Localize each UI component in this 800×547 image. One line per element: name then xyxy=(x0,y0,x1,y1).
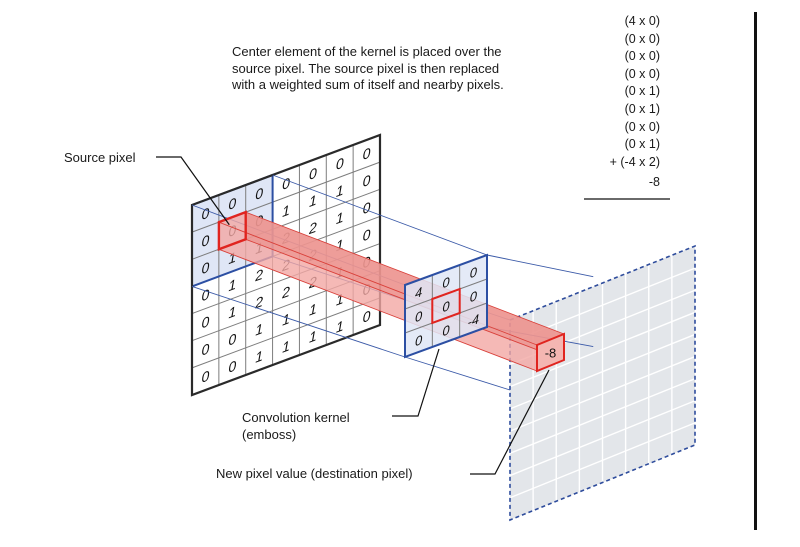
calc-term-last: + (-4 x 2) xyxy=(609,154,660,169)
new-pixel-label: New pixel value (destination pixel) xyxy=(216,466,413,481)
source-cell-value: 0 xyxy=(202,260,210,278)
calc-term: (0 x 0) xyxy=(624,49,660,64)
caption-line-1: Center element of the kernel is placed o… xyxy=(232,44,502,59)
source-cell-value: 0 xyxy=(202,314,210,332)
source-cell-value: 0 xyxy=(282,176,290,194)
source-cell-value: 1 xyxy=(336,237,344,255)
projection-line xyxy=(272,174,488,256)
kernel-label: Convolution kernel (emboss) xyxy=(242,409,350,443)
source-cell-value: 1 xyxy=(228,304,236,322)
beam-edge-line xyxy=(245,211,565,335)
dest-grid-line xyxy=(509,422,696,499)
calc-term: (0 x 0) xyxy=(624,31,660,46)
source-cell-value: 0 xyxy=(363,227,371,245)
dest-grid-line xyxy=(509,400,696,477)
caption-line-2: source pixel. The source pixel is then r… xyxy=(232,60,500,76)
source-cell-value: 1 xyxy=(228,250,236,268)
source-pixel-leader xyxy=(156,156,230,226)
source-cell-value: 1 xyxy=(282,203,290,221)
calc-term: (0 x 1) xyxy=(624,84,660,99)
destination-grid xyxy=(509,244,696,522)
kernel-label-line-1: Convolution kernel xyxy=(242,410,350,425)
source-cell-value: 0 xyxy=(202,287,210,305)
source-cell-value: 2 xyxy=(254,267,263,286)
source-cell-value: 2 xyxy=(281,284,290,303)
kernel-cell-value: -4 xyxy=(468,311,480,330)
source-cell-value: 1 xyxy=(282,338,290,356)
kernel-label-line-2: (emboss) xyxy=(242,427,297,442)
beam-edge-line xyxy=(218,248,538,372)
kernel-cell-value: 0 xyxy=(470,264,478,281)
destination-pixel-value: -8 xyxy=(545,346,557,361)
calc-term: (4 x 0) xyxy=(624,14,660,28)
source-grid-line xyxy=(191,297,381,369)
calc-term: (0 x 1) xyxy=(624,137,660,152)
kernel-cell-value: 0 xyxy=(415,332,423,349)
kernel-cell-value: 0 xyxy=(470,288,478,305)
kernel-cell-value: 0 xyxy=(442,274,450,291)
source-cell-value: 1 xyxy=(309,301,317,319)
source-cell-value: 0 xyxy=(255,186,263,204)
destination-overlay: -8 xyxy=(536,332,565,373)
source-cell-value: 0 xyxy=(202,341,210,359)
source-cell-value: 1 xyxy=(336,291,344,309)
kernel-border xyxy=(404,253,488,359)
projection-line xyxy=(191,286,406,358)
destination-pixel xyxy=(536,332,565,373)
projection-line xyxy=(404,356,511,391)
source-cell-value: 0 xyxy=(363,146,371,164)
kernel-cell-value: 4 xyxy=(415,284,422,301)
kernel-cell-value: 0 xyxy=(442,322,450,339)
kernel-cell-value: 0 xyxy=(442,298,450,315)
calculation-column: (4 x 0) (0 x 0) (0 x 0) (0 x 0) (0 x 1) … xyxy=(608,13,660,192)
dest-grid-line xyxy=(509,311,696,388)
source-cell-value: 0 xyxy=(202,233,210,251)
source-border xyxy=(190,133,382,397)
source-cell-value: 0 xyxy=(228,196,236,214)
calc-term: (0 x 1) xyxy=(624,101,660,116)
source-pixel-highlight xyxy=(217,210,247,252)
calc-term: (0 x 0) xyxy=(624,66,660,81)
dest-grid-line xyxy=(509,333,696,410)
source-cell-value: 1 xyxy=(336,210,344,228)
vertical-divider xyxy=(754,12,757,530)
caption-line-3: with a weighted sum of itself and nearby… xyxy=(232,77,504,92)
source-cell-value: 1 xyxy=(228,277,236,295)
source-cell-value: 1 xyxy=(309,193,317,211)
source-cell-value: 0 xyxy=(309,166,317,184)
dest-grid-line xyxy=(509,355,696,432)
source-pixel-label: Source pixel xyxy=(64,150,136,165)
source-cell-value: 1 xyxy=(255,348,263,366)
kernel-grid: 4 0 0 0 0 0 0 0 -4 xyxy=(404,253,488,359)
source-cell-value: 1 xyxy=(282,311,290,329)
calc-term: (0 x 0) xyxy=(624,119,660,134)
projection-line xyxy=(486,254,594,278)
kernel-leader xyxy=(392,348,440,417)
dest-grid-line xyxy=(509,378,696,454)
calc-result: -8 xyxy=(648,175,660,190)
source-cell-value: 2 xyxy=(254,294,263,313)
kernel-plane xyxy=(405,255,487,357)
source-cell-value: 0 xyxy=(228,358,236,376)
source-cell-value: 1 xyxy=(309,328,317,346)
source-cell-value: 0 xyxy=(202,368,210,386)
source-cell-value: 0 xyxy=(336,156,344,174)
source-cell-value: 0 xyxy=(228,331,236,349)
destination-pixel-leader xyxy=(470,369,550,475)
leader-lines xyxy=(156,156,670,475)
source-cell-value: 1 xyxy=(336,318,344,336)
source-cell-value: 0 xyxy=(363,308,371,326)
kernel-center-highlight xyxy=(431,287,461,325)
source-cell-value: 0 xyxy=(363,200,371,218)
source-cell-value: 2 xyxy=(308,220,317,239)
source-cell-value: 1 xyxy=(255,321,263,339)
source-cell-value: 0 xyxy=(202,206,210,224)
source-cell-value: 1 xyxy=(336,183,344,201)
source-cell-value: 0 xyxy=(363,173,371,191)
caption-text: Center element of the kernel is placed o… xyxy=(232,44,504,94)
kernel-cell-value: 0 xyxy=(415,308,423,325)
